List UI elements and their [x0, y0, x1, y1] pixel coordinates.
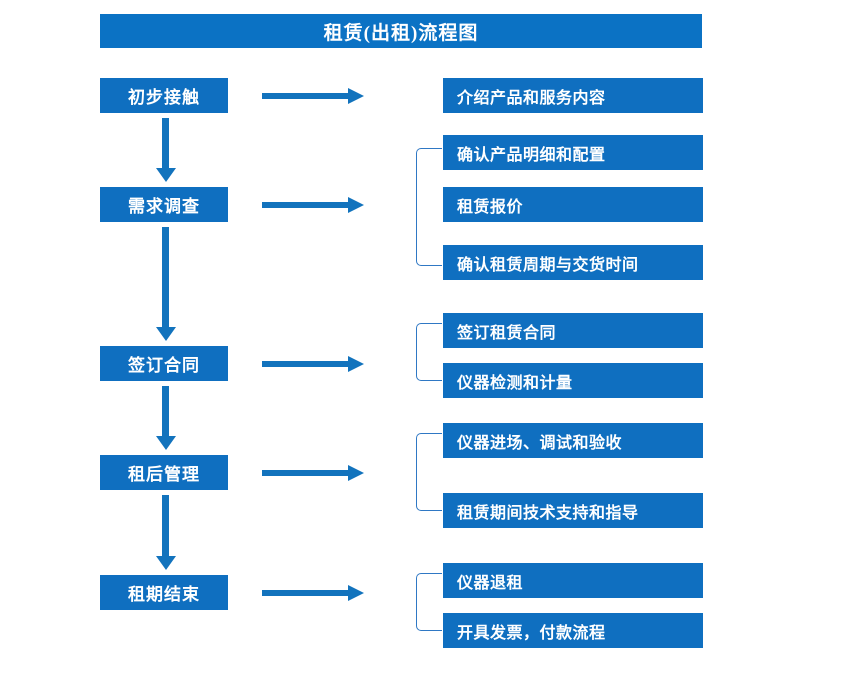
detail-box-1[interactable]: 介绍产品和服务内容 [443, 78, 703, 113]
detail-box-7[interactable]: 仪器进场、调试和验收 [443, 423, 703, 458]
detail-box-9[interactable]: 仪器退租 [443, 563, 703, 598]
detail-box-5[interactable]: 签订租赁合同 [443, 313, 703, 348]
detail-box-2[interactable]: 确认产品明细和配置 [443, 135, 703, 170]
horizontal-arrow-1 [262, 87, 364, 105]
horizontal-arrow-2 [262, 196, 364, 214]
bracket-group-4 [416, 433, 442, 511]
detail-box-4[interactable]: 确认租赁周期与交货时间 [443, 245, 703, 280]
bracket-group-5 [416, 573, 442, 631]
horizontal-arrow-3 [262, 355, 364, 373]
stage-box-5[interactable]: 租期结束 [100, 575, 228, 610]
detail-box-8[interactable]: 租赁期间技术支持和指导 [443, 493, 703, 528]
vertical-arrow-1 [156, 118, 176, 182]
stage-box-1[interactable]: 初步接触 [100, 78, 228, 113]
bracket-group-2 [416, 148, 442, 266]
vertical-arrow-4 [156, 495, 176, 570]
stage-box-4[interactable]: 租后管理 [100, 455, 228, 490]
horizontal-arrow-4 [262, 464, 364, 482]
vertical-arrow-3 [156, 386, 176, 450]
detail-box-10[interactable]: 开具发票，付款流程 [443, 613, 703, 648]
diagram-title: 租赁(出租)流程图 [100, 14, 702, 48]
vertical-arrow-2 [156, 227, 176, 341]
stage-box-2[interactable]: 需求调查 [100, 187, 228, 222]
detail-box-6[interactable]: 仪器检测和计量 [443, 363, 703, 398]
bracket-group-3 [416, 323, 442, 381]
horizontal-arrow-5 [262, 584, 364, 602]
detail-box-3[interactable]: 租赁报价 [443, 187, 703, 222]
stage-box-3[interactable]: 签订合同 [100, 346, 228, 381]
